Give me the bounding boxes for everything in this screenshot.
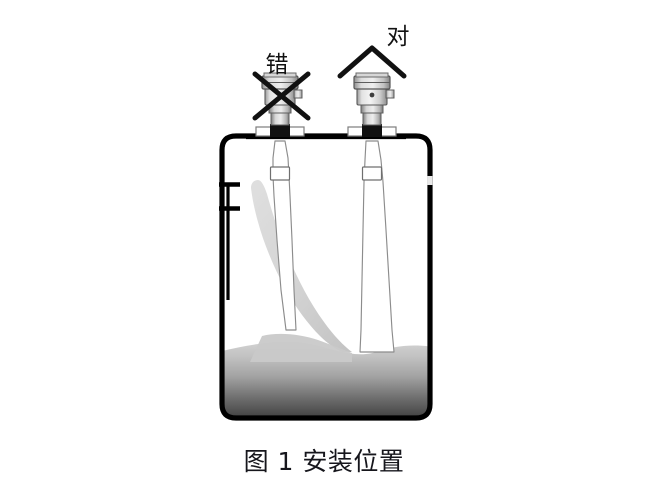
left-sensor-neck-lower <box>270 111 290 126</box>
tank-contents <box>222 136 430 418</box>
left-sensor-head-cap <box>263 72 297 78</box>
left-sensor-beam-cone <box>272 140 297 331</box>
left-sensor-assembly[interactable]: 错 <box>252 52 311 331</box>
tank-wall-outline <box>219 133 433 421</box>
tank-assembly <box>219 133 433 421</box>
cross-x-icon <box>252 71 311 121</box>
settled-material-pile <box>222 341 430 418</box>
right-sensor-cable-gland <box>385 89 395 99</box>
right-sensor-head-cap <box>355 72 389 78</box>
left-sensor-flange-block <box>270 124 290 137</box>
correct-label: 对 <box>387 24 410 50</box>
inflow-material-stream <box>251 180 352 352</box>
right-sensor-body-port <box>369 92 375 98</box>
stream-pile-blend <box>250 333 352 362</box>
level-reference-marks <box>219 182 240 300</box>
caret-check-icon <box>337 45 407 79</box>
left-sensor-cable-gland <box>293 89 303 99</box>
right-sensor-horn-antenna <box>361 166 383 181</box>
tank-right-wall-notch <box>427 176 433 185</box>
right-sensor-flange-block <box>362 124 382 137</box>
wrong-label: 错 <box>266 52 289 78</box>
figure-caption: 图 1 安装位置 <box>244 447 405 476</box>
right-sensor-assembly[interactable]: 对 <box>337 24 410 353</box>
left-sensor-horn-antenna <box>269 166 291 181</box>
right-sensor-neck-lower <box>362 111 382 126</box>
